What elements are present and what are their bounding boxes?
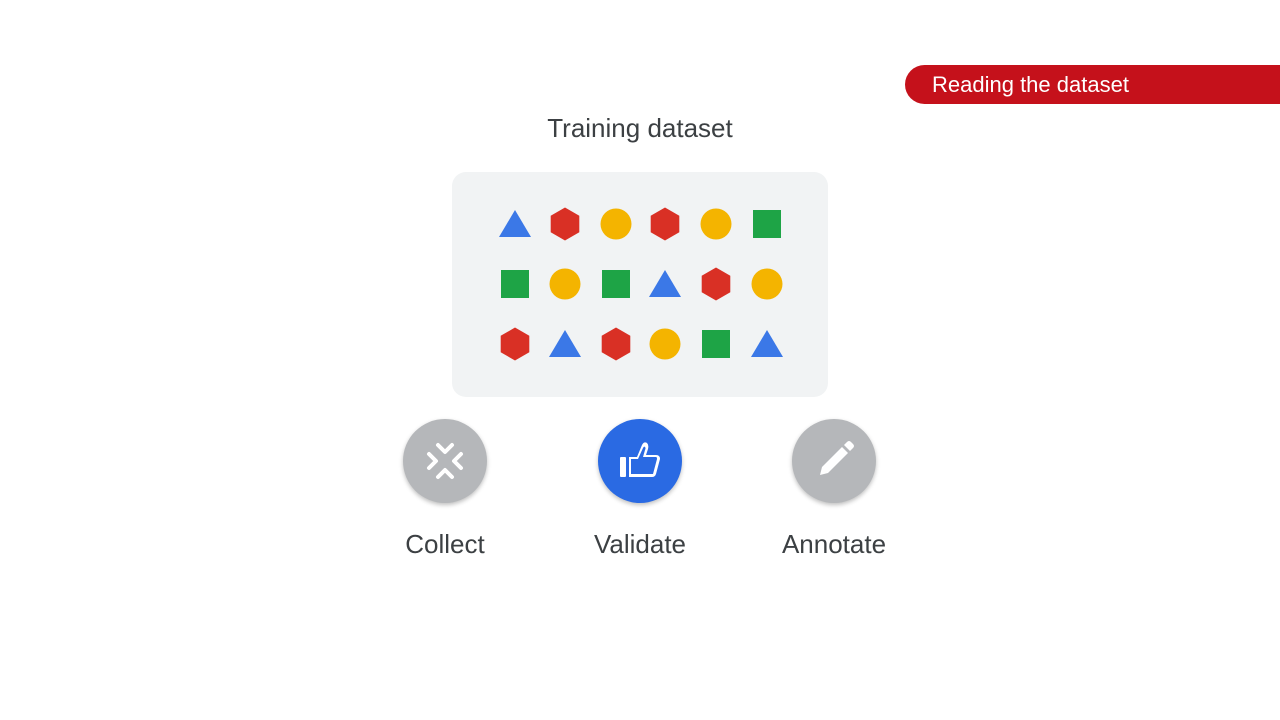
triangle-shape	[751, 330, 783, 357]
step-validate[interactable]: Validate	[540, 419, 740, 559]
collect-button[interactable]	[403, 419, 487, 503]
pencil-icon	[820, 441, 854, 475]
circle-shape	[600, 208, 632, 240]
hexagon-shape	[500, 327, 530, 361]
triangle-shape	[649, 270, 681, 297]
triangle-shape	[549, 330, 581, 357]
step-annotate[interactable]: Annotate	[734, 419, 934, 559]
hexagon-shape	[701, 267, 731, 301]
collapse-arrows-icon	[427, 443, 463, 479]
circle-shape	[751, 268, 783, 300]
annotate-button[interactable]	[792, 419, 876, 503]
step-label-validate: Validate	[593, 529, 687, 559]
dataset-title: Training dataset	[547, 113, 733, 143]
circle-shape	[549, 268, 581, 300]
thumbs-up-icon	[620, 442, 660, 477]
step-collect[interactable]: Collect	[345, 419, 545, 559]
shape-grid	[499, 207, 783, 361]
triangle-shape	[499, 210, 531, 237]
hexagon-shape	[550, 207, 580, 241]
section-banner-label: Reading the dataset	[932, 72, 1129, 97]
step-label-collect: Collect	[405, 529, 485, 559]
square-shape	[702, 330, 730, 358]
hexagon-shape	[601, 327, 631, 361]
square-shape	[501, 270, 529, 298]
circle-shape	[700, 208, 732, 240]
square-shape	[753, 210, 781, 238]
square-shape	[602, 270, 630, 298]
step-label-annotate: Annotate	[781, 529, 887, 559]
validate-button[interactable]	[598, 419, 682, 503]
circle-shape	[649, 328, 681, 360]
hexagon-shape	[650, 207, 680, 241]
dataset-panel	[452, 172, 828, 397]
section-banner: Reading the dataset	[905, 65, 1280, 104]
